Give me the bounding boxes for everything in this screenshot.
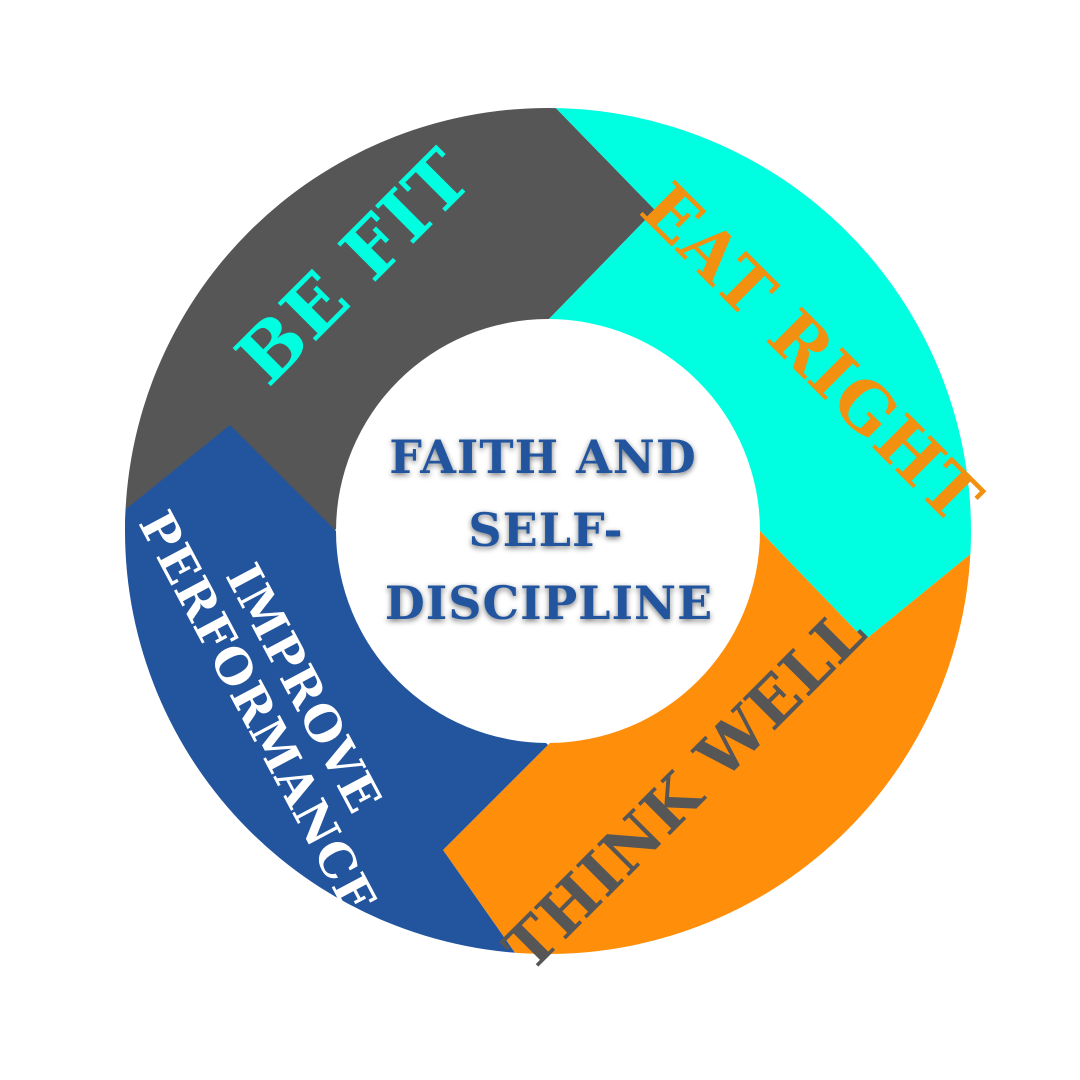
center-circle <box>336 319 760 743</box>
center-label: FAITH AND SELF- DISCIPLINE <box>385 430 713 630</box>
center-label-line-1: FAITH AND <box>389 430 697 484</box>
center-label-line-3: DISCIPLINE <box>385 576 713 630</box>
center-label-line-2: SELF- <box>468 503 623 557</box>
